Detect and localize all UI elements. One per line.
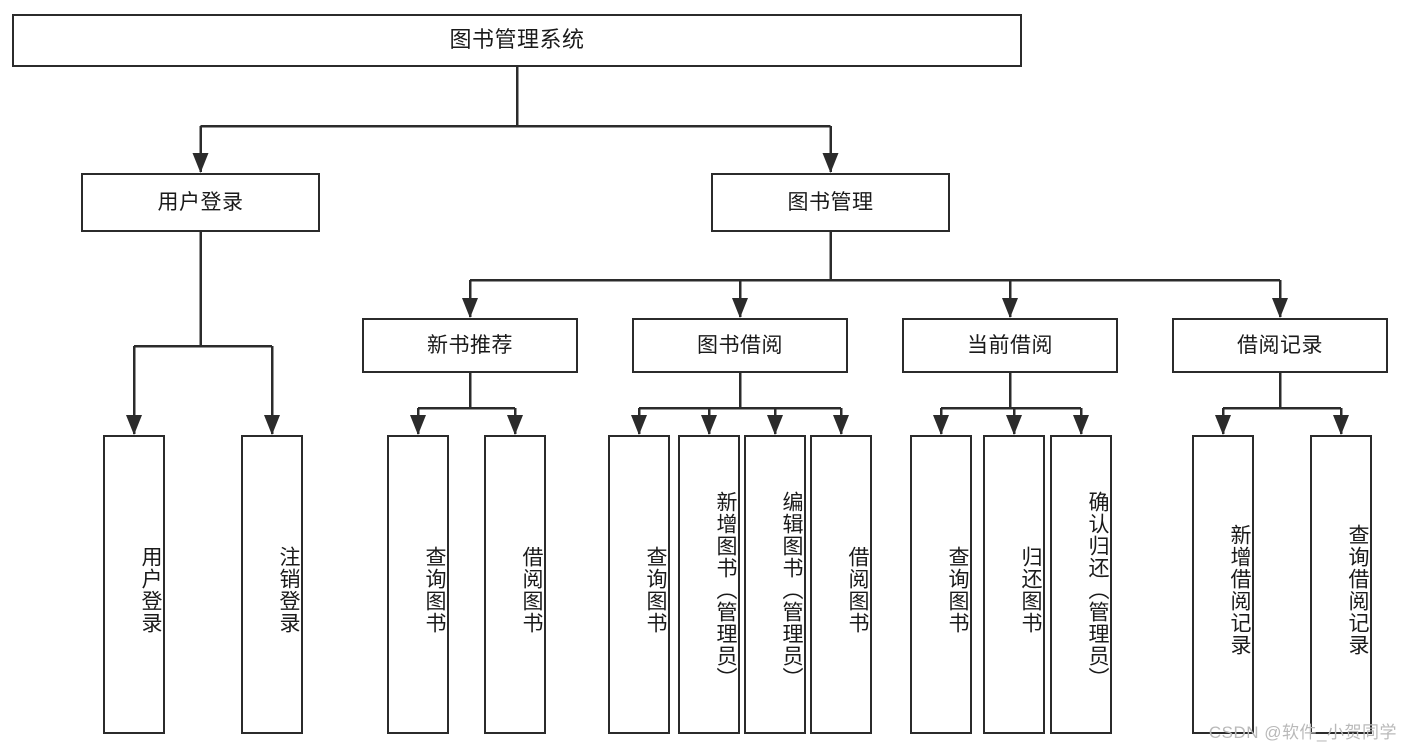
node-current_loans[interactable]: 当前借阅 bbox=[902, 318, 1118, 373]
node-label: 查询借阅记录 bbox=[1346, 523, 1369, 656]
node-label: 新书推荐 bbox=[427, 333, 513, 357]
node-leaf_b_book_b[interactable]: 借阅图书 bbox=[810, 435, 872, 734]
node-label: 用户登录 bbox=[139, 545, 162, 634]
node-label: 当前借阅 bbox=[967, 333, 1053, 357]
node-leaf_add_book[interactable]: 新增图书（管理员） bbox=[678, 435, 740, 734]
watermark: CSDN @软件_小贺同学 bbox=[1208, 723, 1397, 742]
node-leaf_q_rec[interactable]: 查询借阅记录 bbox=[1310, 435, 1372, 734]
node-label: 新增图书（管理员） bbox=[714, 490, 737, 689]
node-book_mgmt[interactable]: 图书管理 bbox=[711, 173, 950, 232]
node-leaf_logout[interactable]: 注销登录 bbox=[241, 435, 303, 734]
node-label: 归还图书 bbox=[1019, 545, 1042, 634]
node-label: 查询图书 bbox=[946, 545, 969, 634]
node-book_borrow[interactable]: 图书借阅 bbox=[632, 318, 848, 373]
node-leaf_q_book_c[interactable]: 查询图书 bbox=[910, 435, 972, 734]
node-root[interactable]: 图书管理系统 bbox=[12, 14, 1022, 67]
node-leaf_return[interactable]: 归还图书 bbox=[983, 435, 1045, 734]
node-label: 用户登录 bbox=[157, 190, 244, 214]
node-leaf_conf_ret[interactable]: 确认归还（管理员） bbox=[1050, 435, 1112, 734]
node-leaf_add_rec[interactable]: 新增借阅记录 bbox=[1192, 435, 1254, 734]
node-label: 查询图书 bbox=[423, 545, 446, 634]
node-user_login[interactable]: 用户登录 bbox=[81, 173, 320, 232]
node-leaf_q_book_b[interactable]: 查询图书 bbox=[608, 435, 670, 734]
node-leaf_q_book_a[interactable]: 查询图书 bbox=[387, 435, 449, 734]
node-label: 图书借阅 bbox=[697, 333, 783, 357]
node-label: 注销登录 bbox=[277, 545, 300, 634]
node-label: 新增借阅记录 bbox=[1228, 523, 1251, 656]
node-loan_records[interactable]: 借阅记录 bbox=[1172, 318, 1388, 373]
node-label: 借阅图书 bbox=[846, 545, 869, 634]
node-new_book_rec[interactable]: 新书推荐 bbox=[362, 318, 578, 373]
node-leaf_login[interactable]: 用户登录 bbox=[103, 435, 165, 734]
node-label: 借阅图书 bbox=[520, 545, 543, 634]
node-leaf_b_book_a[interactable]: 借阅图书 bbox=[484, 435, 546, 734]
node-label: 借阅记录 bbox=[1237, 333, 1323, 357]
node-label: 查询图书 bbox=[644, 545, 667, 634]
node-label: 确认归还（管理员） bbox=[1086, 490, 1109, 689]
node-label: 图书管理系统 bbox=[449, 27, 585, 53]
node-label: 图书管理 bbox=[787, 190, 874, 214]
node-label: 编辑图书（管理员） bbox=[780, 490, 803, 689]
node-leaf_edit_book[interactable]: 编辑图书（管理员） bbox=[744, 435, 806, 734]
